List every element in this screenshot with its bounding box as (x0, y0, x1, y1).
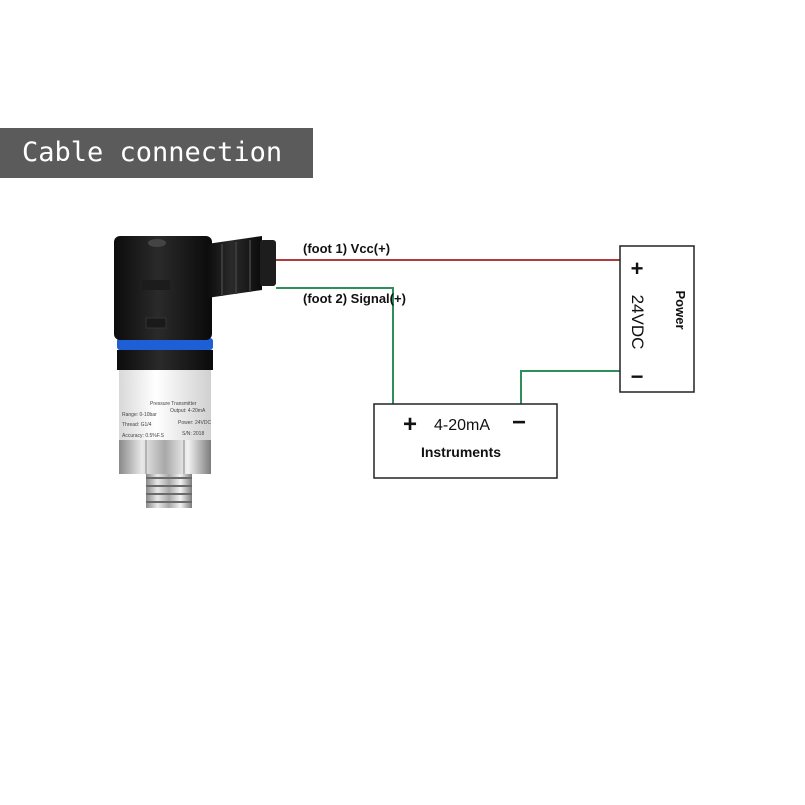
instruments-minus-sign: − (512, 409, 526, 436)
sensor-body (119, 368, 211, 440)
return-wire (520, 370, 620, 404)
power-voltage-label: 24VDC (628, 295, 647, 350)
instruments-box: + 4-20mA − Instruments (373, 403, 558, 479)
pressure-transmitter: Pressure Transmitter Range: 0-10bar Outp… (114, 236, 276, 508)
instruments-plus-sign: + (403, 411, 417, 438)
sensor-label-2: Range: 0-10bar (122, 412, 157, 418)
sensor-label-3: Output: 4-20mA (170, 408, 206, 414)
page-title: Cable connection (0, 128, 313, 178)
instruments-title: Instruments (421, 444, 501, 460)
sensor-hex-nut (119, 438, 211, 474)
signal-wire (276, 287, 394, 404)
sensor-label-1: Pressure Transmitter (150, 401, 197, 407)
sensor-label-5: Power: 24VDC (178, 420, 211, 426)
power-minus-sign: − (631, 364, 644, 389)
sensor-label-4: Thread: G1/4 (122, 422, 152, 428)
sensor-blue-band (117, 338, 213, 350)
power-plus-sign: + (631, 256, 644, 281)
sensor-label-6: Accuracy: 0.5%F.S (122, 433, 165, 439)
din-connector (114, 236, 212, 340)
cable-gland (207, 236, 276, 298)
signal-wire-label: (foot 2) Signal(+) (303, 291, 406, 306)
sensor-label-7: S/N: 2018 (182, 431, 204, 437)
power-title: Power (673, 290, 688, 329)
instruments-current-label: 4-20mA (434, 417, 490, 434)
vcc-wire-label: (foot 1) Vcc(+) (303, 241, 390, 256)
sensor-thread (146, 470, 192, 508)
power-supply-box: + − 24VDC Power (619, 245, 695, 393)
